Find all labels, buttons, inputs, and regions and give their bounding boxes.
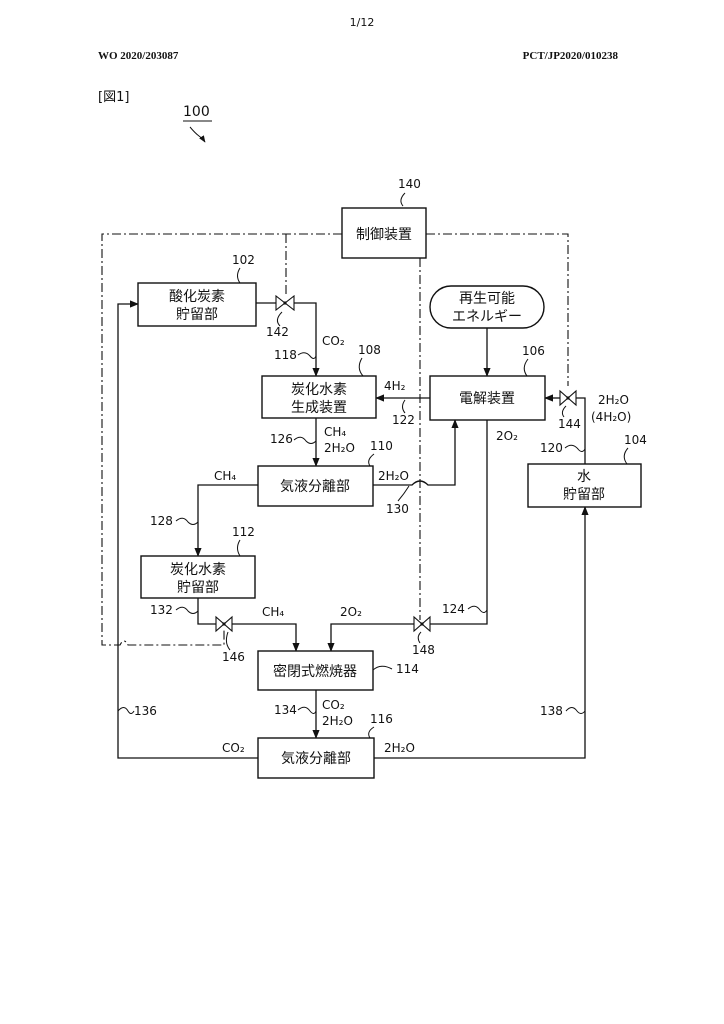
flow-h2-feed: 4H₂	[384, 379, 406, 393]
valve-ch4[interactable]	[216, 617, 232, 631]
ref-122: 122	[392, 413, 415, 427]
flow-h2o-out1: 2H₂O	[324, 441, 355, 455]
gas-liquid-separator-2-block[interactable]: 気液分離部	[258, 738, 374, 778]
flow-o2-from-electrolyzer: 2O₂	[496, 429, 518, 443]
flow-co2-recycle: CO₂	[222, 741, 245, 755]
ref-114: 114	[396, 662, 419, 676]
ref-128: 128	[150, 514, 173, 528]
flow-h2o-out2: 2H₂O	[322, 714, 353, 728]
water-storage-block[interactable]: 水 貯留部	[528, 464, 641, 507]
controller-label: 制御装置	[356, 227, 412, 243]
ref-130: 130	[386, 502, 409, 516]
ref-102: 102	[232, 253, 255, 267]
sealed-combustor-block[interactable]: 密閉式燃焼器	[258, 651, 373, 690]
ref-112: 112	[232, 525, 255, 539]
controller-block[interactable]: 制御装置	[342, 208, 426, 258]
ref-146: 146	[222, 650, 245, 664]
water-storage-line2: 貯留部	[563, 487, 605, 503]
flow-ch4-out1: CH₄	[324, 425, 346, 439]
ref-138: 138	[540, 704, 563, 718]
flow-water-to-electrolyzer-2: (4H₂O)	[591, 410, 631, 424]
flow-ch4-to-combustor: CH₄	[262, 605, 284, 619]
ref-124: 124	[442, 602, 465, 616]
ref-126: 126	[270, 432, 293, 446]
ref-136: 136	[134, 704, 157, 718]
system-ref: 100	[183, 104, 212, 142]
combustor-label: 密閉式燃焼器	[273, 663, 357, 680]
ref-132: 132	[150, 603, 173, 617]
hc-storage-line2: 貯留部	[177, 580, 219, 596]
electrolyzer-label: 電解装置	[459, 391, 515, 407]
ref-142: 142	[266, 325, 289, 339]
reference-numerals: 140 102 108 106 110 104 112 114 116 142 …	[118, 177, 647, 738]
hydrocarbon-storage-block[interactable]: 炭化水素 貯留部	[141, 556, 255, 598]
ref-140: 140	[398, 177, 421, 191]
renewable-line2: エネルギー	[452, 309, 522, 325]
flow-water-to-electrolyzer-1: 2H₂O	[598, 393, 629, 407]
renewable-energy-source[interactable]: 再生可能 エネルギー	[430, 286, 544, 328]
hydrocarbon-generator-block[interactable]: 炭化水素 生成装置	[262, 376, 376, 418]
co2-storage-line2: 貯留部	[176, 307, 218, 323]
renewable-line1: 再生可能	[459, 291, 515, 307]
ref-118: 118	[274, 348, 297, 362]
ref-120: 120	[540, 441, 563, 455]
valve-water[interactable]	[560, 391, 576, 405]
valve-co2[interactable]	[276, 296, 294, 310]
separator1-label: 気液分離部	[280, 478, 350, 495]
hc-generator-line1: 炭化水素	[291, 382, 347, 398]
system-ref-label: 100	[183, 104, 210, 120]
flow-o2-to-combustor: 2O₂	[340, 605, 362, 619]
flow-ch4-to-storage: CH₄	[214, 469, 236, 483]
ref-148: 148	[412, 643, 435, 657]
separator2-label: 気液分離部	[281, 750, 351, 767]
ref-116: 116	[370, 712, 393, 726]
ref-108: 108	[358, 343, 381, 357]
flow-h2o-recycle: 2H₂O	[384, 741, 415, 755]
ref-104: 104	[624, 433, 647, 447]
co2-storage-line1: 酸化炭素	[169, 289, 225, 305]
valve-o2[interactable]	[414, 617, 430, 631]
co2-storage-block[interactable]: 酸化炭素 貯留部	[138, 283, 256, 326]
ref-110: 110	[370, 439, 393, 453]
flow-co2-in: CO₂	[322, 334, 345, 348]
flow-h2o-return: 2H₂O	[378, 469, 409, 483]
hc-generator-line2: 生成装置	[291, 400, 347, 416]
hc-storage-line1: 炭化水素	[170, 562, 226, 578]
flow-co2-out: CO₂	[322, 698, 345, 712]
electrolyzer-block[interactable]: 電解装置	[430, 376, 545, 420]
ref-106: 106	[522, 344, 545, 358]
ref-144: 144	[558, 417, 581, 431]
ref-134: 134	[274, 703, 297, 717]
water-storage-line1: 水	[577, 469, 591, 485]
gas-liquid-separator-1-block[interactable]: 気液分離部	[258, 466, 373, 506]
